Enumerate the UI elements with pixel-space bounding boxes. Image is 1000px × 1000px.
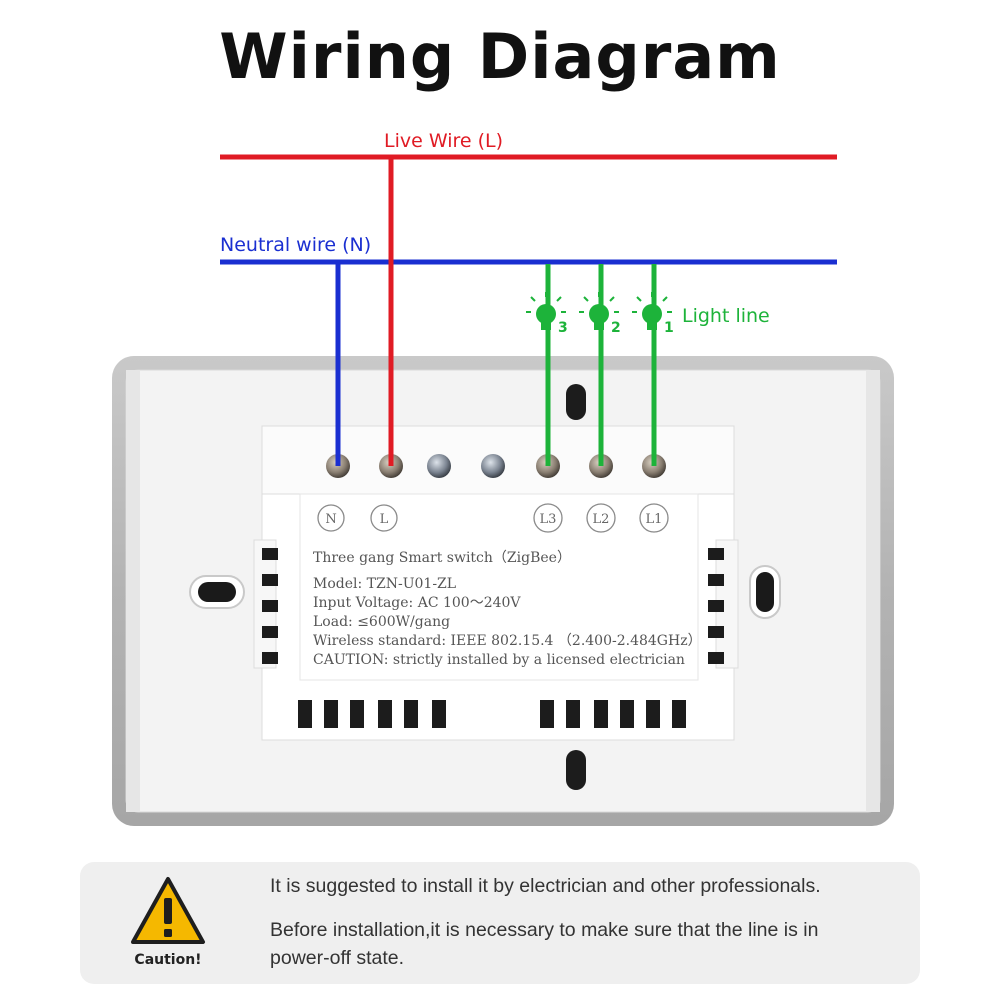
bulb-number-2: 2	[611, 320, 621, 336]
side-vents-right	[708, 548, 724, 664]
plate-edge-left	[126, 370, 140, 812]
screw-aux-2	[481, 454, 505, 478]
bulb-number-1: 1	[664, 320, 674, 336]
terminal-label-n: N	[325, 512, 336, 527]
terminal-labels: N L L3 L2 L1	[317, 503, 669, 533]
plate-wireless: Wireless standard: IEEE 802.15.4 （2.400-…	[313, 633, 702, 649]
label-area	[299, 493, 699, 681]
warning-triangle-icon	[131, 877, 205, 944]
terminal-label-l: L	[380, 512, 389, 527]
bulb-1: 1	[632, 292, 674, 336]
wires	[220, 154, 837, 466]
light-bulb-icon	[526, 292, 566, 330]
label-plate-text: Three gang Smart switch（ZigBee） Model: T…	[313, 550, 702, 668]
plate-heading: Three gang Smart switch（ZigBee）	[313, 550, 571, 566]
screw-aux-1	[427, 454, 451, 478]
mount-hole-left-inner	[198, 582, 236, 602]
mount-slot-bottom	[566, 750, 586, 790]
light-line-label: Light line	[682, 305, 770, 327]
mount-hole-right-inner	[756, 572, 774, 612]
side-vents-left	[262, 548, 278, 664]
terminal-label-l3: L3	[540, 512, 557, 527]
page-title: Wiring Diagram	[219, 20, 781, 93]
bulb-3: 3	[526, 292, 568, 336]
terminal-label-l1: L1	[646, 512, 663, 527]
terminal-label-l2: L2	[593, 512, 610, 527]
mount-slot-top	[566, 384, 586, 420]
plate-caution: CAUTION: strictly installed by a license…	[313, 652, 685, 668]
caution-box: Caution! It is suggested to install it b…	[80, 862, 920, 984]
bulb-2: 2	[579, 292, 621, 336]
switch-back-plate	[112, 356, 894, 826]
plate-load: Load: ≤600W/gang	[313, 614, 450, 630]
caution-note-1: It is suggested to install it by electri…	[270, 875, 821, 897]
caution-note-2: Before installation,it is necessary to m…	[270, 919, 819, 969]
plate-edge-right	[866, 370, 880, 812]
neutral-wire-label: Neutral wire (N)	[220, 234, 371, 256]
plate-voltage: Input Voltage: AC 100～240V	[313, 595, 521, 611]
live-wire-label: Live Wire (L)	[384, 130, 503, 152]
light-bulb-icon	[632, 292, 672, 330]
bulb-number-3: 3	[558, 320, 568, 336]
plate-model: Model: TZN-U01-ZL	[313, 576, 456, 592]
light-bulb-icon	[579, 292, 619, 330]
caution-label: Caution!	[134, 952, 202, 968]
bottom-vents	[298, 700, 686, 728]
